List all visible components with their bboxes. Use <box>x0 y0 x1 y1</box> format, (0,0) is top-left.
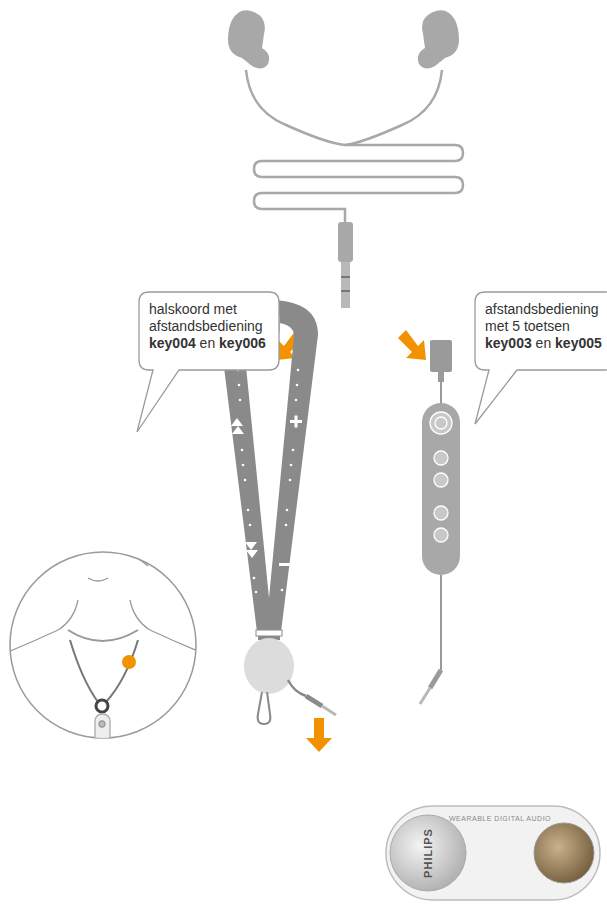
key-code: key003 <box>485 335 532 351</box>
key-code: key004 <box>149 335 196 351</box>
callout-text: afstandsbediening met 5 toetsen key003 e… <box>485 301 605 352</box>
key-code: key006 <box>219 335 266 351</box>
callout-word: en <box>200 335 216 351</box>
wearing-illustration <box>0 542 210 780</box>
audio-player <box>386 806 600 900</box>
earphone-cord <box>246 70 463 222</box>
callout-word: met <box>214 301 237 317</box>
callout-word: met <box>485 318 508 334</box>
callout-text: halskoord met afstandsbediening key004 e… <box>149 301 269 352</box>
callout-word: halskoord <box>149 301 210 317</box>
headphone-plug <box>338 222 353 308</box>
callout-word: afstandsbediening <box>485 301 599 317</box>
bubble-shape <box>137 292 279 432</box>
callout-word: afstandsbediening <box>149 318 263 334</box>
callout-word: 5 <box>512 318 520 334</box>
callout-word: en <box>536 335 552 351</box>
callout-bubble: afstandsbediening met 5 toetsen key003 e… <box>475 292 607 370</box>
brand-logo: PHILIPS <box>422 828 434 878</box>
remote-control <box>420 340 460 704</box>
key-code: key005 <box>555 335 602 351</box>
callout-word: toetsen <box>524 318 570 334</box>
callout-bubble: halskoord met afstandsbediening key004 e… <box>139 292 279 370</box>
earphones <box>228 10 459 68</box>
bubble-shape <box>475 292 607 424</box>
device-label: WEARABLE DIGITAL AUDIO <box>449 815 551 822</box>
